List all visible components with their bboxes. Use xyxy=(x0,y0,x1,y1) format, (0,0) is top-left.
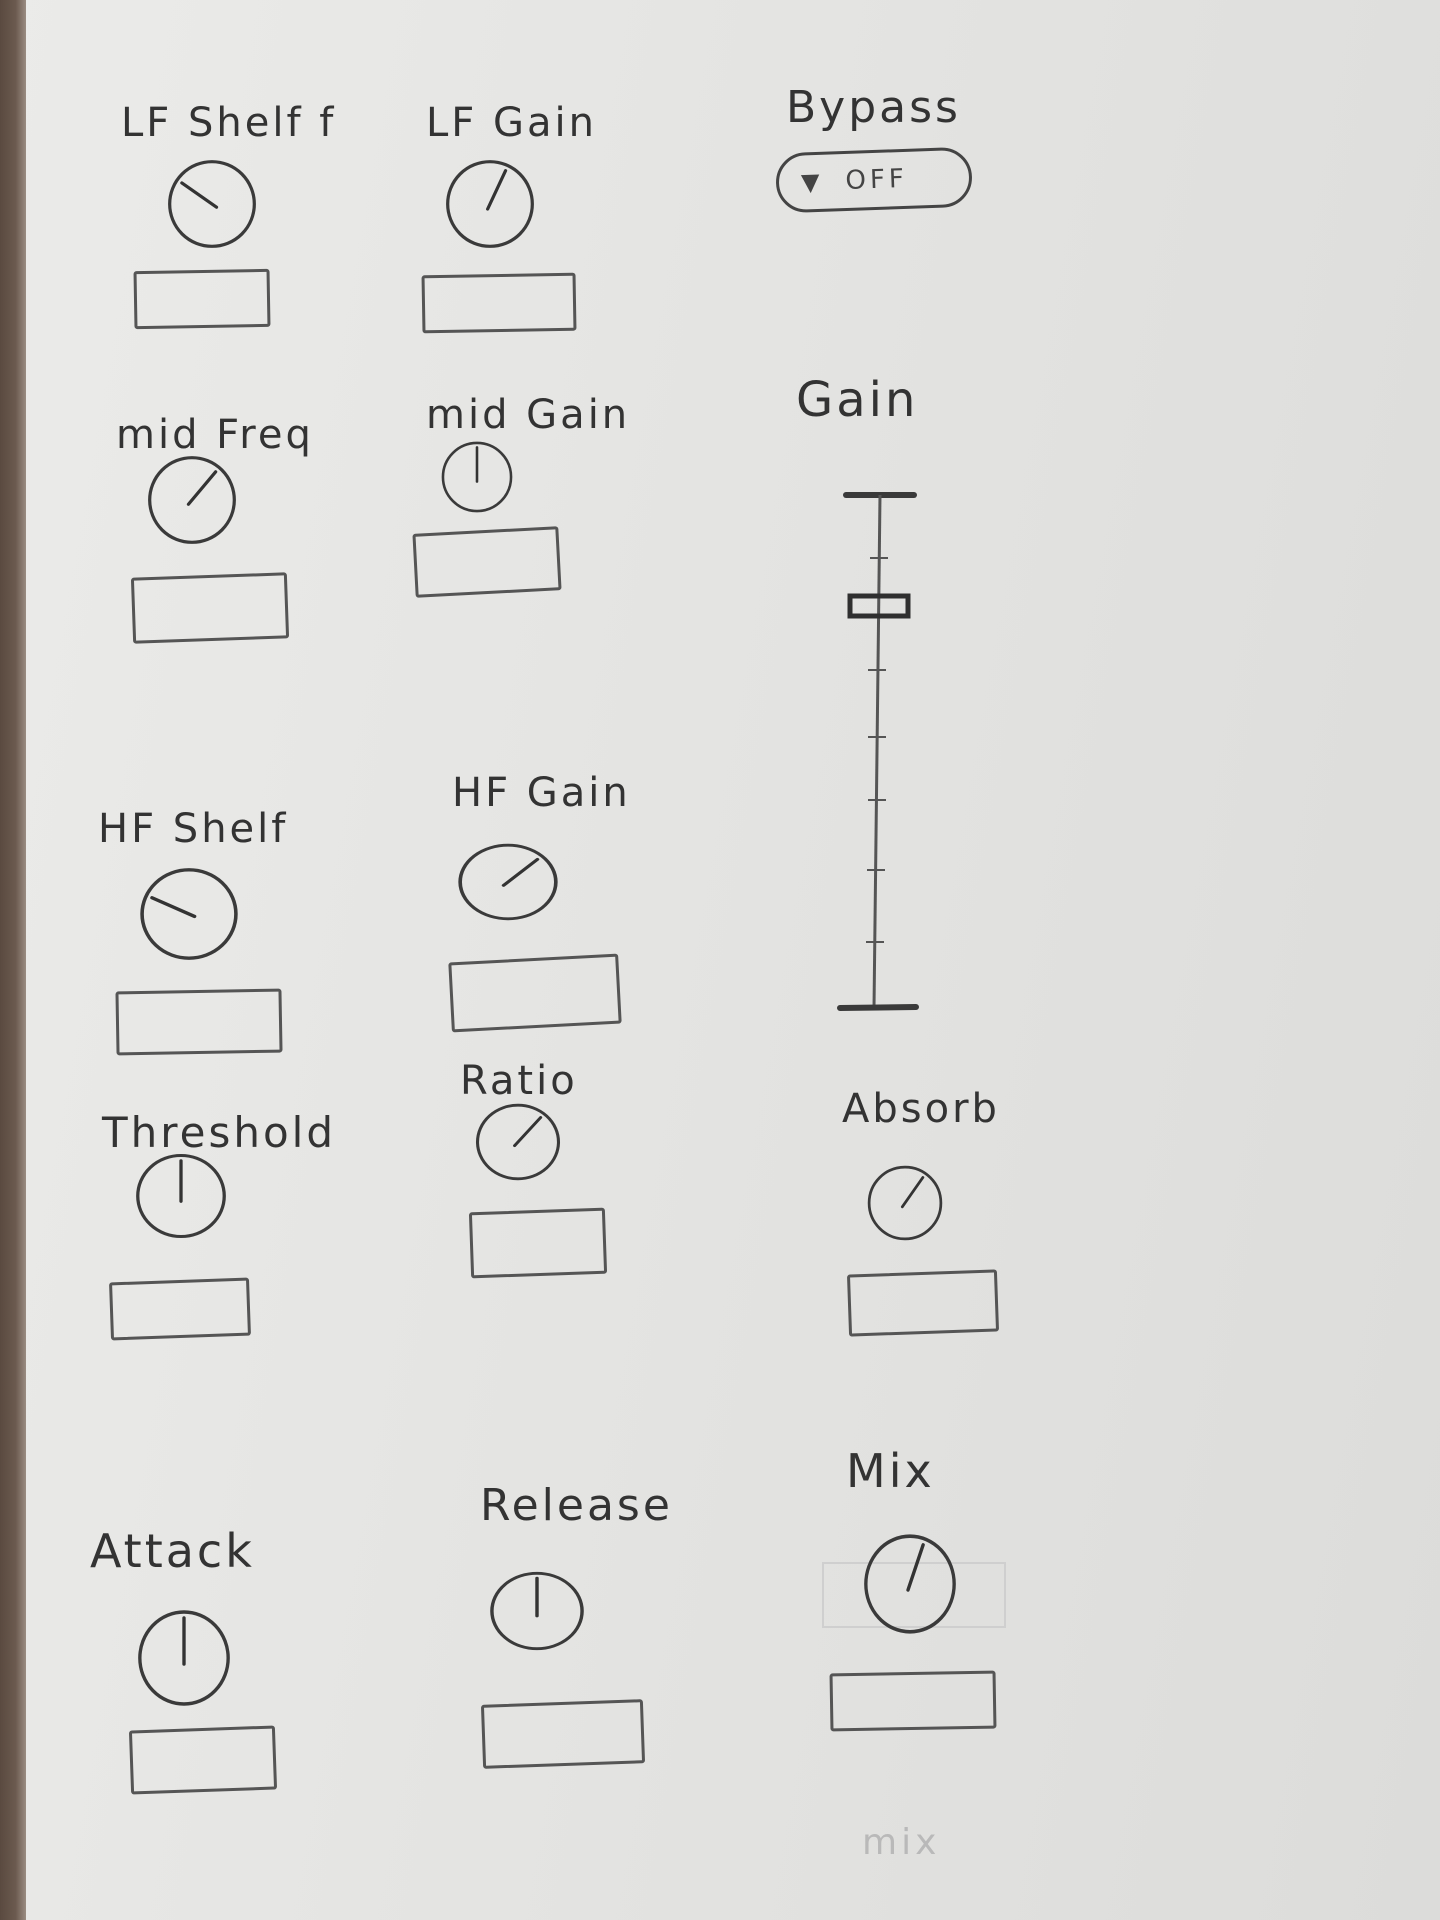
mid-freq-value-field[interactable] xyxy=(130,572,290,644)
lf-gain-knob-graphic xyxy=(446,160,534,248)
hf-gain-value-field[interactable] xyxy=(448,953,622,1033)
hf-gain-knob-pointer xyxy=(501,857,540,887)
hf-shelf-knob[interactable] xyxy=(138,866,240,962)
lf-gain-knob-pointer xyxy=(486,169,508,211)
lf-shelf-knob[interactable] xyxy=(166,158,258,250)
erased-bypass-sketch xyxy=(822,1562,1006,1628)
attack-label: Attack xyxy=(90,1524,255,1578)
ratio-value-field[interactable] xyxy=(468,1207,608,1279)
mid-freq-knob-graphic xyxy=(148,456,236,544)
mid-gain-knob-ring xyxy=(441,441,513,513)
absorb-knob-graphic xyxy=(867,1165,943,1241)
hf-shelf-knob-ring xyxy=(140,868,238,960)
lf-shelf-knob-pointer xyxy=(180,181,219,209)
lf-shelf-value-field[interactable] xyxy=(133,268,271,330)
gain-fader-ticks xyxy=(866,557,888,943)
bypass-toggle[interactable]: ▼ OFF xyxy=(775,146,973,214)
mid-freq-knob-ring xyxy=(148,456,236,544)
gain-label: Gain xyxy=(796,372,919,428)
hf-gain-label: HF Gain xyxy=(452,770,631,816)
mix-knob-pointer xyxy=(906,1543,925,1592)
ratio-knob-pointer xyxy=(513,1116,543,1148)
lf-gain-knob-ring xyxy=(446,160,534,248)
mid-gain-label: mid Gain xyxy=(426,392,631,438)
plugin-sketch: LF Shelf f LF Gain Bypass ▼ OFF mid Freq… xyxy=(26,0,1440,1920)
threshold-knob[interactable] xyxy=(134,1152,228,1240)
lf-shelf-label: LF Shelf f xyxy=(121,100,337,146)
threshold-knob-graphic xyxy=(136,1153,226,1239)
mid-gain-knob[interactable] xyxy=(440,440,514,514)
threshold-knob-ring xyxy=(136,1153,226,1239)
mid-gain-knob-graphic xyxy=(441,441,513,513)
ratio-knob[interactable] xyxy=(474,1102,562,1182)
ratio-knob-ring xyxy=(475,1103,561,1181)
ratio-knob-graphic xyxy=(475,1103,561,1181)
hf-shelf-label: HF Shelf xyxy=(98,806,289,852)
release-knob-ring xyxy=(490,1571,584,1651)
mix-knob-graphic xyxy=(864,1534,956,1634)
table-edge xyxy=(0,0,26,1920)
mid-freq-label: mid Freq xyxy=(116,412,314,458)
mix-label: Mix xyxy=(846,1444,935,1498)
attack-knob-ring xyxy=(138,1610,230,1706)
hf-shelf-knob-pointer xyxy=(150,896,197,919)
hf-gain-knob[interactable] xyxy=(456,842,560,922)
mid-gain-value-field[interactable] xyxy=(412,526,562,598)
lf-shelf-knob-graphic xyxy=(168,160,256,248)
mid-freq-knob[interactable] xyxy=(146,454,238,546)
absorb-knob-pointer xyxy=(900,1176,925,1209)
absorb-knob[interactable] xyxy=(866,1164,944,1242)
mix-knob-ring xyxy=(864,1534,956,1634)
ratio-label: Ratio xyxy=(460,1058,578,1104)
absorb-label: Absorb xyxy=(842,1086,1000,1132)
hf-shelf-knob-graphic xyxy=(140,868,238,960)
absorb-value-field[interactable] xyxy=(846,1269,1000,1337)
absorb-knob-ring xyxy=(867,1165,943,1241)
threshold-value-field[interactable] xyxy=(109,1277,251,1341)
lf-gain-value-field[interactable] xyxy=(421,272,577,334)
lf-gain-knob[interactable] xyxy=(444,158,536,250)
bypass-label: Bypass xyxy=(786,82,961,133)
gain-fader-track xyxy=(837,492,919,1011)
hf-gain-knob-ring xyxy=(458,843,558,921)
lf-shelf-knob-ring xyxy=(168,160,256,248)
gain-fader-thumb xyxy=(847,593,911,619)
bypass-state: OFF xyxy=(844,163,909,196)
threshold-label: Threshold xyxy=(102,1108,336,1157)
lf-gain-label: LF Gain xyxy=(426,100,597,146)
hf-shelf-value-field[interactable] xyxy=(115,988,283,1056)
mid-freq-knob-pointer xyxy=(186,470,218,506)
attack-value-field[interactable] xyxy=(128,1725,278,1795)
hf-gain-knob-graphic xyxy=(458,843,558,921)
mix-knob[interactable] xyxy=(862,1532,958,1636)
mix-value-field[interactable] xyxy=(829,1670,997,1732)
release-knob-graphic xyxy=(490,1571,584,1651)
release-label: Release xyxy=(480,1480,673,1531)
attack-knob[interactable] xyxy=(136,1608,232,1708)
release-knob[interactable] xyxy=(488,1570,586,1652)
gain-fader[interactable] xyxy=(826,480,936,1020)
faint-mix-note: mix xyxy=(862,1822,941,1863)
release-value-field[interactable] xyxy=(480,1699,646,1769)
attack-knob-graphic xyxy=(138,1610,230,1706)
triangle-down-icon: ▼ xyxy=(800,167,820,197)
